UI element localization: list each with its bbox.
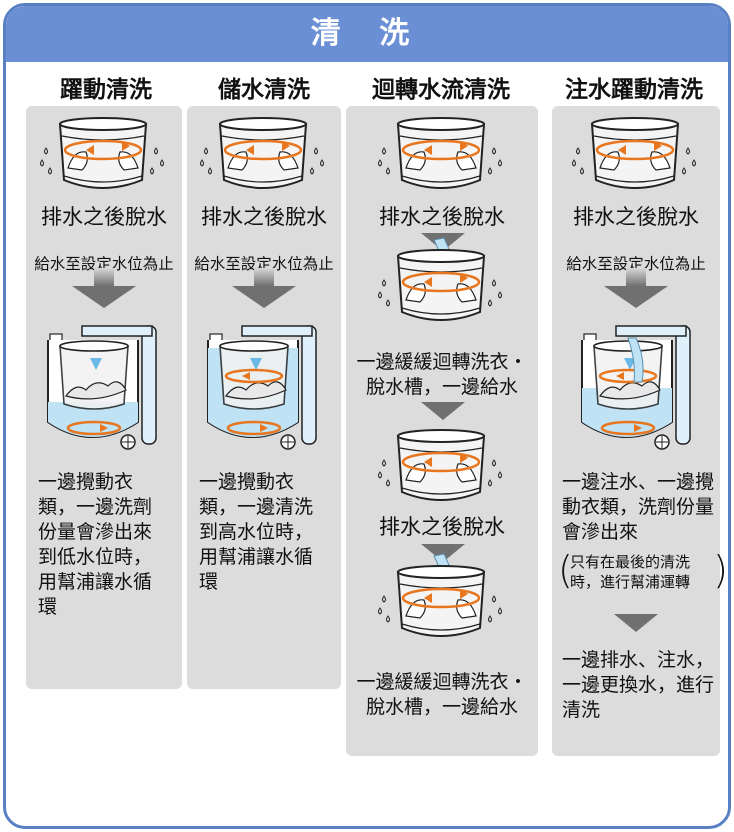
spin-fill-tub-icon-3a — [378, 237, 502, 321]
desc-line: 到低水位時， — [38, 546, 153, 568]
column-title-1: 躍動清洗 — [60, 77, 152, 103]
column-title-2: 儲水清洗 — [218, 77, 310, 103]
desc-line: 一邊排水、注水， — [562, 649, 715, 671]
pump-injection-icon — [581, 325, 691, 450]
desc-line: 一邊攪動衣 — [199, 471, 295, 493]
desc-line: 用幫浦讓水循 — [199, 546, 314, 568]
desc-line: 會滲出來 — [562, 521, 639, 543]
desc-line: 環 — [38, 596, 58, 618]
down-arrow-4b — [614, 614, 658, 632]
cleaning-diagram: 清 洗 躍動清洗 儲水清洗 迴轉水流清洗 注水躍動清洗 排水之後脫水 給水至設定… — [3, 3, 731, 829]
column-2-description: 一邊攪動衣 類，一邊清洗 到高水位時， 用幫浦讓水循 環 — [199, 470, 339, 595]
column-title-3: 迴轉水流清洗 — [372, 77, 510, 103]
step-fill-1: 給水至設定水位為止 — [34, 255, 174, 273]
step-rotate-fill-3b: 一邊緩緩迴轉洗衣・ 脫水槽，一邊給水 — [346, 670, 538, 720]
spin-tub-icon-4 — [572, 117, 696, 189]
step-drain-spin-3b: 排水之後脫水 — [379, 515, 505, 539]
down-arrow-2 — [232, 268, 296, 308]
step-line: 一邊緩緩迴轉洗衣・ — [356, 671, 528, 693]
desc-line: 一邊攪動衣 — [38, 471, 134, 493]
pump-note: ( 只有在最後的清洗 時，進行幫浦運轉 ) — [558, 548, 728, 592]
down-arrow-1 — [72, 268, 136, 308]
desc-line: 類，一邊洗劑 — [38, 496, 153, 518]
step-fill-4: 給水至設定水位為止 — [566, 255, 706, 273]
pump-circulation-high-icon — [207, 325, 317, 450]
spin-fill-tub-icon-3b — [378, 553, 502, 637]
step-line: 一邊緩緩迴轉洗衣・ — [356, 351, 528, 373]
down-arrow-4a — [604, 268, 668, 308]
desc-line: 類，一邊清洗 — [199, 496, 314, 518]
pump-circulation-low-icon — [47, 325, 157, 450]
step-rotate-fill-3a: 一邊緩緩迴轉洗衣・ 脫水槽，一邊給水 — [346, 350, 538, 400]
column-title-4: 注水躍動清洗 — [565, 77, 703, 103]
spin-tub-icon-1 — [40, 117, 164, 189]
step-line: 脫水槽，一邊給水 — [365, 696, 518, 718]
page-title: 清 洗 — [6, 6, 728, 62]
spin-tub-icon-3 — [378, 117, 502, 189]
step-drain-spin-3a: 排水之後脫水 — [379, 205, 505, 229]
open-paren: ( — [558, 548, 573, 592]
desc-line: 一邊注水、一邊攪 — [562, 471, 715, 493]
column-4-description: 一邊注水、一邊攪 動衣類，洗劑份量 會滲出來 — [562, 470, 722, 545]
step-line: 脫水槽，一邊給水 — [365, 376, 518, 398]
column-4-description-2: 一邊排水、注水， 一邊更換水，進行 清洗 — [562, 648, 722, 723]
down-arrow-3c — [421, 544, 465, 562]
desc-line: 用幫浦讓水循 — [38, 571, 153, 593]
close-paren: ) — [713, 548, 728, 592]
desc-line: 環 — [199, 571, 219, 593]
down-arrow-3b — [421, 402, 465, 420]
desc-line: 份量會滲出來 — [38, 521, 153, 543]
spin-tub-icon-3b — [378, 429, 502, 501]
desc-line: 到高水位時， — [199, 521, 314, 543]
column-1-description: 一邊攪動衣 類，一邊洗劑 份量會滲出來 到低水位時， 用幫浦讓水循 環 — [38, 470, 178, 620]
step-drain-spin-1: 排水之後脫水 — [41, 205, 167, 229]
note-line: 只有在最後的清洗 — [570, 553, 691, 571]
step-drain-spin-4: 排水之後脫水 — [573, 205, 699, 229]
step-drain-spin-2: 排水之後脫水 — [201, 205, 327, 229]
step-fill-2: 給水至設定水位為止 — [194, 255, 334, 273]
desc-line: 清洗 — [562, 699, 601, 721]
desc-line: 一邊更換水，進行 — [562, 674, 715, 696]
desc-line: 動衣類，洗劑份量 — [562, 496, 715, 518]
spin-tub-icon-2 — [200, 117, 324, 189]
note-line: 時，進行幫浦運轉 — [570, 573, 691, 591]
